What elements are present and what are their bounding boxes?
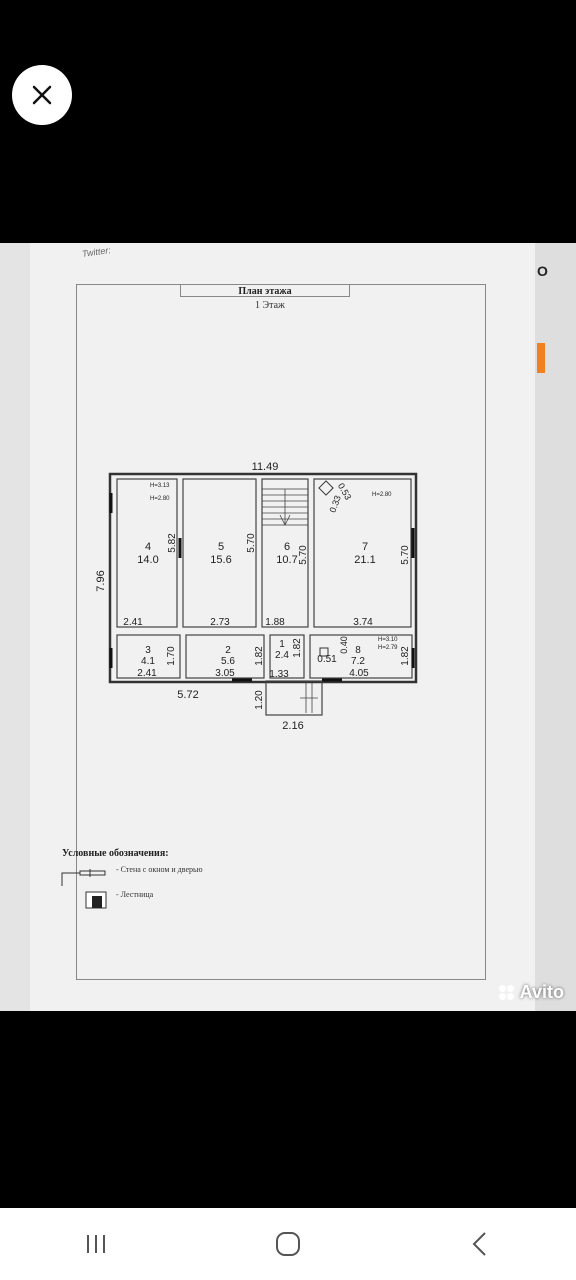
system-nav-bar — [0, 1208, 576, 1280]
room-area: 4.1 — [141, 656, 155, 667]
legend-title: Условные обозначения: — [62, 848, 169, 859]
ceiling-r8-b: H=2.79 — [378, 645, 398, 651]
room-number: 8 — [355, 645, 361, 656]
room-area: 15.6 — [210, 554, 231, 566]
dim-stair-b: 0.33 — [327, 494, 342, 514]
legend-stair-row: - Лестница — [116, 890, 153, 899]
avito-logo-icon — [498, 985, 517, 1000]
ceiling-r7: H=2.80 — [372, 492, 392, 498]
room-5-label: 5 15.6 — [210, 541, 231, 566]
dim-r4-height: 5.82 — [167, 533, 178, 553]
room-number: 2 — [225, 645, 231, 656]
dim-r8-height: 1.82 — [400, 646, 411, 666]
avito-watermark: Avito — [498, 982, 564, 1003]
outer-wall — [108, 472, 418, 684]
legend-wall-label: - Стена с окном и дверью — [116, 865, 203, 874]
ceiling-r8-a: H=3.10 — [378, 637, 398, 643]
room-6-label: 6 10.7 — [276, 541, 297, 566]
dim-r6-height: 5.70 — [298, 545, 309, 565]
room-number: 5 — [218, 541, 224, 553]
document-title: План этажа — [180, 284, 350, 297]
room-number: 6 — [284, 541, 290, 553]
room-5-outline — [182, 478, 257, 628]
room-number: 3 — [145, 645, 151, 656]
room-area: 14.0 — [137, 554, 158, 566]
room-number: 7 — [362, 541, 368, 553]
niche-symbol — [319, 647, 329, 657]
recent-apps-button[interactable] — [66, 1214, 126, 1274]
photo-view[interactable]: Twitter: O План этажа 1 Этаж — [0, 243, 576, 1011]
dim-r7-width: 3.74 — [353, 617, 373, 628]
room-number: 1 — [279, 639, 285, 650]
ceiling-r4-b: H=2.80 — [150, 496, 170, 502]
porch-stair-symbol — [300, 683, 318, 713]
orange-tab — [537, 343, 545, 373]
dim-r4-width: 2.41 — [123, 617, 143, 628]
room-2-outline — [185, 634, 265, 679]
dim-r3-height: 1.70 — [166, 646, 177, 666]
dim-r8-width: 4.05 — [349, 668, 369, 679]
window-marks — [109, 493, 415, 682]
dim-r7-height: 5.70 — [400, 545, 411, 565]
corner-mark: O — [537, 263, 548, 279]
dim-top-width: 11.49 — [252, 461, 279, 473]
dim-r3-width: 2.41 — [137, 668, 157, 679]
room-1-outline — [269, 634, 305, 679]
room-area: 21.1 — [354, 554, 375, 566]
dim-porch-depth: 1.20 — [254, 690, 265, 710]
legend-stair-label: - Лестница — [116, 890, 154, 899]
dim-r8-niche-w: 0.51 — [317, 654, 337, 665]
close-button[interactable] — [12, 65, 72, 125]
room-area: 5.6 — [221, 656, 235, 667]
room-number: 4 — [145, 541, 151, 553]
back-icon — [472, 1232, 486, 1256]
dim-r8-niche-h: 0.40 — [339, 636, 349, 654]
porch-outline — [265, 680, 323, 716]
room-8-label: 8 7.2 — [351, 645, 365, 667]
room-area: 7.2 — [351, 656, 365, 667]
floor-plan: 11.49 7.96 5.72 2.16 1.20 5.82 5.70 5.70… — [61, 461, 418, 909]
room-6-outline — [261, 478, 309, 628]
dim-r2-width: 3.05 — [215, 668, 235, 679]
room-area: 10.7 — [276, 554, 297, 566]
dim-r1-height: 1.82 — [292, 638, 303, 658]
room-7-label: 7 21.1 — [354, 541, 375, 566]
dim-r5-width: 2.73 — [210, 617, 230, 628]
dim-r5-height: 5.70 — [246, 533, 257, 553]
dim-left-height: 7.96 — [95, 570, 107, 591]
home-button[interactable] — [258, 1214, 318, 1274]
stair-symbol — [261, 488, 309, 526]
room-4-label: 4 14.0 — [137, 541, 158, 566]
dim-porch-width: 2.16 — [282, 720, 303, 732]
dim-bottom-left: 5.72 — [177, 689, 198, 701]
dim-r2-height: 1.82 — [254, 646, 265, 666]
room-area: 2.4 — [275, 650, 289, 661]
room-3-outline — [116, 634, 181, 679]
legend-wall-symbol — [61, 869, 106, 886]
room-1-label: 1 2.4 — [275, 639, 289, 661]
legend-stair-symbol — [85, 891, 107, 909]
room-4-outline — [116, 478, 178, 628]
dim-r6-width: 1.88 — [265, 617, 285, 628]
room-7-outline — [313, 478, 412, 628]
back-button[interactable] — [450, 1214, 510, 1274]
room-3-label: 3 4.1 — [141, 645, 155, 667]
avito-text: Avito — [519, 982, 564, 1002]
stair-turn-symbol — [318, 480, 334, 496]
home-icon — [276, 1232, 300, 1256]
document-subtitle: 1 Этаж — [255, 300, 285, 311]
dim-r1-width: 1.33 — [269, 669, 289, 680]
recent-apps-icon — [87, 1235, 105, 1253]
legend-wall-row: - Стена с окном и дверью — [116, 865, 203, 874]
close-icon — [32, 85, 52, 105]
ceiling-r4-a: H=3.13 — [150, 483, 170, 489]
room-2-label: 2 5.6 — [221, 645, 235, 667]
